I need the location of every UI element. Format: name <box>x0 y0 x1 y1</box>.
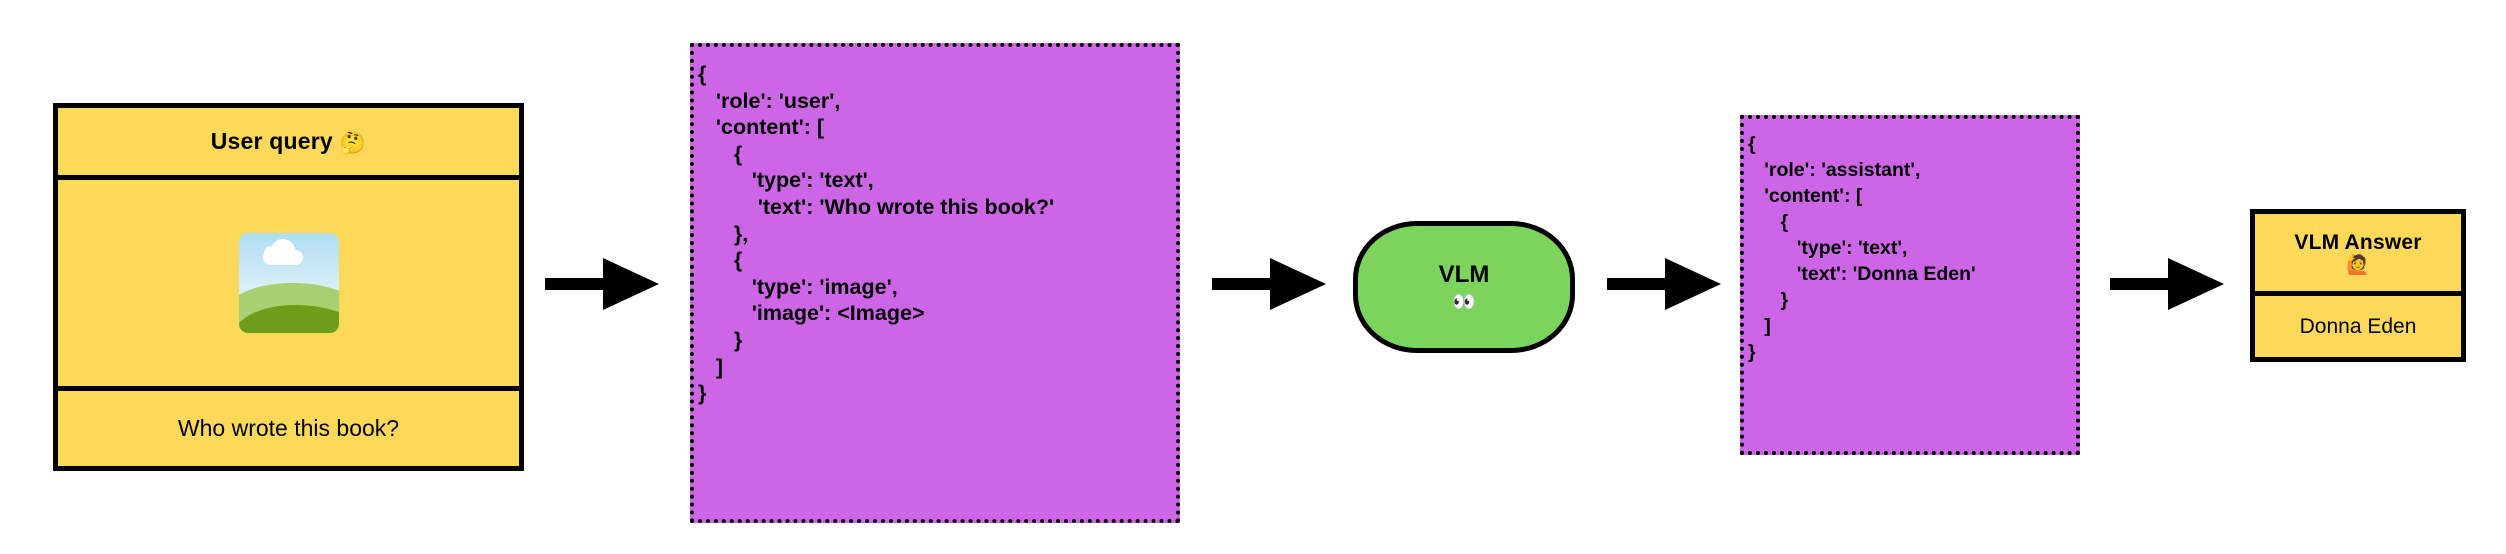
eyes-emoji: 👀 <box>1452 291 1476 313</box>
assistant-message-json-block: { 'role': 'assistant', 'content': [ { 't… <box>1740 115 2080 455</box>
user-query-text-cell: Who wrote this book? <box>58 386 519 466</box>
vlm-answer-title: VLM Answer <box>2294 230 2422 254</box>
arrow-json-to-vlm <box>1212 258 1326 310</box>
user-message-json-block: { 'role': 'user', 'content': [ { 'type':… <box>690 43 1180 523</box>
cloud-shape <box>262 239 303 265</box>
user-query-image-cell <box>58 175 519 386</box>
arrow-query-to-json <box>545 258 659 310</box>
vlm-node-label: VLM <box>1438 260 1490 288</box>
raising-hand-emoji: 🙋 <box>2346 254 2370 276</box>
user-query-question: Who wrote this book? <box>177 415 400 441</box>
user-query-title: User query🤔 <box>211 128 367 156</box>
user-query-header: User query🤔 <box>58 108 519 175</box>
landscape-photo-thumbnail <box>238 233 339 333</box>
arrow-json-to-answer <box>2110 258 2224 310</box>
vlm-model-node: VLM 👀 <box>1353 221 1575 353</box>
vlm-answer-header: VLM Answer 🙋 <box>2255 214 2461 291</box>
user-query-card: User query🤔 Who wrote this book? <box>53 103 524 471</box>
vlm-answer-value: Donna Eden <box>2299 314 2417 338</box>
arrow-vlm-to-json <box>1607 258 1721 310</box>
user-query-title-text: User query <box>210 127 333 154</box>
vlm-answer-card: VLM Answer 🙋 Donna Eden <box>2250 209 2466 362</box>
vlm-answer-text-cell: Donna Eden <box>2255 291 2461 357</box>
thinking-face-emoji: 🤔 <box>339 131 367 155</box>
